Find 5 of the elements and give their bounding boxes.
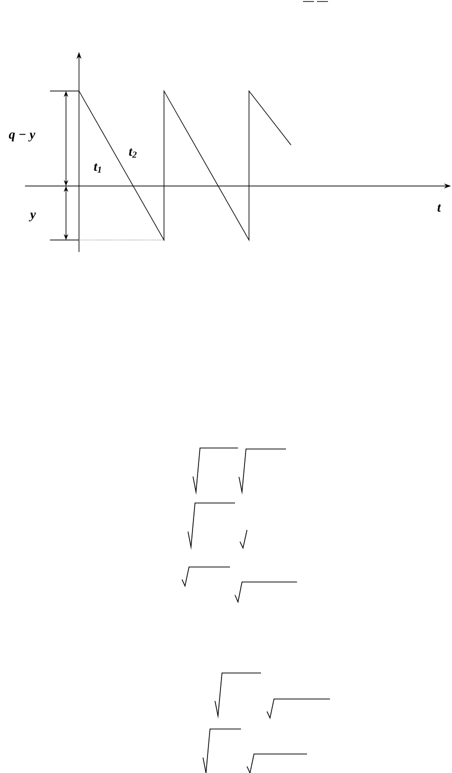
axis-label: q − y <box>8 132 36 142</box>
axis-label: t$_{1}$ <box>94 163 101 173</box>
axis-label: t$_{2}$ <box>129 148 137 158</box>
axis-label: y <box>28 212 36 222</box>
axis-label: t <box>438 204 442 212</box>
